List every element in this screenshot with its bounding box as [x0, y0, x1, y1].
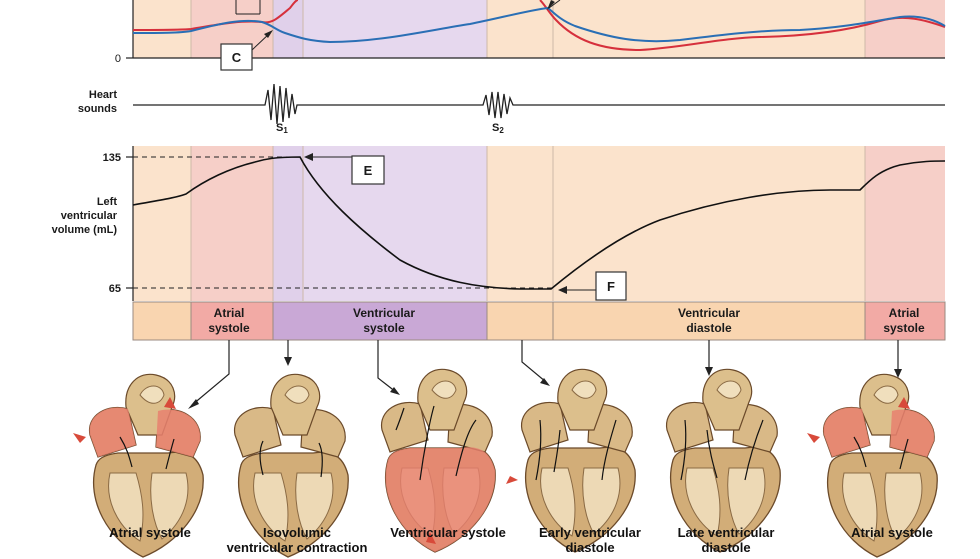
volume-band-atrial-systole: [191, 146, 273, 301]
phase-bar-ventricular-systole: [273, 302, 487, 340]
volume-panel: 135 65 Left ventricular volume (mL) E F: [52, 146, 946, 301]
phase-ventricular-diastole-b: diastole: [686, 321, 732, 335]
phase-band-ventricular-systole: [303, 0, 487, 58]
volume-curve: [132, 156, 946, 290]
callout-e-label: E: [364, 163, 373, 178]
heart-atrial-systole-1: [73, 373, 204, 558]
phase-ventricular-systole-b: systole: [363, 321, 405, 335]
volume-band-diastole-start: [133, 146, 191, 301]
caption-atrial-systole-2: Atrial systole: [834, 525, 950, 540]
callout-c-label: C: [232, 50, 242, 65]
volume-ylabel-2: ventricular: [61, 210, 118, 222]
volume-band-isovolumic: [273, 146, 303, 301]
caption-atrial-systole-1: Atrial systole: [92, 525, 208, 540]
phase-atrial-systole-1a: Atrial: [214, 306, 245, 320]
phase-bar-atrial-systole-2: [865, 302, 945, 340]
volume-tick-65: 65: [109, 283, 121, 295]
heart-isovolumic-contraction: [233, 373, 349, 558]
heart-sounds-label-1: Heart: [89, 89, 117, 101]
phase-ventricular-systole-a: Ventricular: [353, 306, 415, 320]
volume-band-ventricular-systole: [303, 146, 487, 301]
phase-atrial-systole-2b: systole: [883, 321, 925, 335]
caption-line: Atrial systole: [851, 525, 933, 540]
s1-label: S1: [276, 122, 288, 135]
s2-label: S2: [492, 122, 504, 135]
phase-atrial-systole-1b: systole: [208, 321, 250, 335]
phase-band-atrial-systole-2: [865, 0, 945, 58]
callout-f-box: [595, 271, 627, 301]
pressure-zero-tick: 0: [115, 53, 121, 65]
caption-isovolumic-contraction: Isovolumic ventricular contraction: [212, 525, 382, 555]
heart-sounds-waveform: [133, 83, 945, 125]
caption-line: Early ventricular: [539, 525, 641, 540]
callout-f-label: F: [607, 279, 615, 294]
volume-ylabel-1: Left: [97, 196, 118, 208]
volume-ylabel-3: volume (mL): [52, 224, 118, 236]
heart-early-ventricular-diastole: [520, 368, 636, 553]
volume-band-atrial-systole-2: [865, 146, 945, 301]
pressure-curve-blue: [132, 6, 946, 44]
pressure-panel: 0 C: [115, 0, 946, 71]
phase-bar-ventricular-diastole: [553, 302, 865, 340]
caption-line: Isovolumic: [263, 525, 331, 540]
phase-bar-isovolumic-relaxation: [487, 302, 553, 340]
heart-atrial-systole-2: [807, 373, 938, 558]
caption-line: ventricular contraction: [226, 540, 368, 555]
callout-c-box: [220, 43, 253, 71]
caption-line: diastole: [701, 540, 751, 555]
phase-atrial-systole-2a: Atrial: [889, 306, 920, 320]
heart-ventricular-systole: [380, 368, 518, 553]
phase-bar-atrial-systole: [191, 302, 273, 340]
volume-tick-135: 135: [103, 152, 121, 164]
phase-ventricular-diastole-a: Ventricular: [678, 306, 740, 320]
caption-line: Atrial systole: [109, 525, 191, 540]
callout-e-box: [351, 155, 385, 185]
phase-pointer-arrows: [191, 340, 899, 406]
volume-band-ventricular-diastole: [487, 146, 865, 301]
caption-line: Ventricular systole: [390, 525, 506, 540]
heart-sounds-trace: Heart sounds S1 S2: [78, 83, 945, 135]
caption-early-ventricular-diastole: Early ventricular diastole: [522, 525, 658, 555]
caption-ventricular-systole: Ventricular systole: [378, 525, 518, 540]
caption-late-ventricular-diastole: Late ventricular diastole: [664, 525, 788, 555]
heart-late-ventricular-diastole: [665, 368, 781, 553]
phase-bar: Atrial systole Ventricular systole Ventr…: [132, 301, 946, 341]
phase-bar-diastole-start: [133, 302, 191, 340]
caption-line: diastole: [565, 540, 615, 555]
caption-line: Late ventricular: [677, 525, 775, 540]
heart-sounds-label-2: sounds: [78, 103, 117, 115]
